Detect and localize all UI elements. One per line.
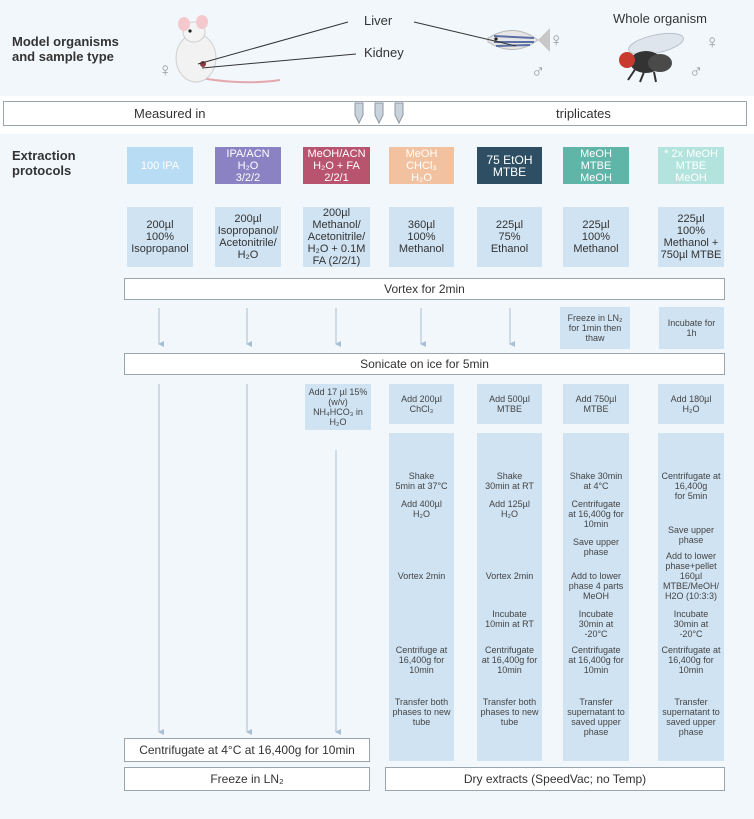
step-text: Incubate 30min at -20°C [578, 609, 614, 639]
freeze-ln2-bar: Freeze in LN₂ [124, 767, 370, 791]
solvent-box: 225µl 100% Methanol [563, 207, 629, 267]
female-symbol: ♀ [549, 30, 564, 51]
step-text: Vortex 2min [485, 571, 534, 581]
add-chcl3-step: Add 200µl ChCl₃ [389, 384, 454, 424]
protocol-meoh-chcl3-h2o: MeOH CHCl₃ H₂O [389, 147, 454, 184]
kidney-label: Kidney [364, 45, 404, 60]
solvent-box: 200µl 100% Isopropanol [127, 207, 193, 267]
protocol-ipa-acn-h2o: IPA/ACN H₂O 3/2/2 [215, 147, 281, 184]
solvent-box: 200µl Isopropanol/ Acetonitrile/ H₂O [215, 207, 281, 267]
solvent-box: 200µl Methanol/ Acetonitrile/ H₂O + 0.1M… [303, 207, 370, 267]
step-text: Add 125µl H₂O [489, 499, 530, 519]
step-text: Centrifuge at 16,400g for 10min [395, 645, 448, 675]
step-text: Centrifugate at 16,400g for 10min [568, 645, 624, 675]
sonicate-bar: Sonicate on ice for 5min [124, 353, 725, 375]
step-text: Transfer supernatant to saved upper phas… [662, 697, 720, 737]
female-symbol: ♀ [705, 32, 720, 53]
female-symbol: ♀ [158, 60, 173, 81]
centrifugate-bar: Centrifugate at 4°C at 16,400g for 10min [124, 738, 370, 762]
sample-tube-icon [354, 102, 404, 125]
measured-right-text: triplicates [556, 106, 611, 121]
protocol-75-etoh-mtbe: 75 EtOH MTBE [477, 147, 542, 184]
step-text: Add to lower phase 4 parts MeOH [568, 571, 624, 601]
step-text: Transfer both phases to new tube [480, 697, 539, 727]
fruit-fly-icon [619, 32, 684, 83]
add-mtbe-step: Add 500µl MTBE [477, 384, 542, 424]
zebrafish-icon [487, 28, 550, 52]
step-column-2x-meoh-mtbe: Centrifugate at 16,400g for 5min Save up… [658, 433, 724, 761]
solvent-box: 225µl 75% Ethanol [477, 207, 542, 267]
protocol-meoh-acn-h2o-fa: MeOH/ACN H₂O + FA 2/2/1 [303, 147, 370, 184]
organ-pointer-lines [197, 21, 517, 69]
dry-extracts-bar: Dry extracts (SpeedVac; no Temp) [385, 767, 725, 791]
step-text: Add 400µl H₂O [401, 499, 442, 519]
step-column-mtbe: Shake 30min at RT Add 125µl H₂O Vortex 2… [477, 433, 542, 761]
measured-left-text: Measured in [134, 106, 206, 121]
step-text: Centrifugate at 16,400g for 10min [568, 499, 624, 529]
arrow-down-icon [158, 384, 341, 735]
step-text: Add to lower phase+pellet 160µl MTBE/MeO… [662, 551, 719, 601]
mouse-icon [175, 15, 281, 84]
male-symbol: ♂ [689, 62, 704, 83]
organisms-title: Model organisms and sample type [12, 34, 119, 64]
add-h2o-step: Add 180µl H₂O [658, 384, 724, 424]
protocol-meoh-mtbe-meoh: MeOH MTBE MeOH [563, 147, 629, 184]
add-nh4hco3-step: Add 17 µl 15% (w/v) NH₄HCO₃ in H₂O [305, 384, 371, 430]
freeze-ln2-step: Freeze in LN₂ for 1min then thaw [560, 307, 630, 349]
step-text: Save upper phase [667, 525, 715, 545]
male-symbol: ♂ [531, 62, 546, 83]
step-text: Centrifugate at 16,400g for 10min [661, 645, 721, 675]
step-text: Centrifugate at 16,400g for 5min [661, 471, 721, 501]
protocol-100-ipa: 100 IPA [127, 147, 193, 184]
extraction-protocols-title: Extraction protocols [12, 148, 76, 178]
step-text: Incubate 10min at RT [485, 609, 534, 629]
step-text: Save upper phase [572, 537, 620, 557]
incubate-1h-step: Incubate for 1h [659, 307, 724, 349]
step-text: Shake 30min at RT [485, 471, 534, 491]
step-text: Shake 5min at 37°C [395, 471, 448, 491]
step-text: Transfer both phases to new tube [392, 697, 451, 727]
whole-organism-label: Whole organism [613, 11, 707, 26]
vortex-bar: Vortex for 2min [124, 278, 725, 300]
step-text: Incubate 30min at -20°C [673, 609, 709, 639]
protocol-2x-meoh-mtbe-meoh: * 2x MeOH MTBE MeOH [658, 147, 724, 184]
arrow-down-icon [158, 308, 515, 347]
step-text: Shake 30min at 4°C [569, 471, 623, 491]
solvent-box: 360µl 100% Methanol [389, 207, 454, 267]
step-text: Transfer supernatant to saved upper phas… [567, 697, 625, 737]
add-mtbe-step: Add 750µl MTBE [563, 384, 629, 424]
solvent-box: 225µl 100% Methanol + 750µl MTBE [658, 207, 724, 267]
liver-label: Liver [364, 13, 393, 28]
step-column-chcl3: Shake 5min at 37°C Add 400µl H₂O Vortex … [389, 433, 454, 761]
step-column-meoh-mtbe: Shake 30min at 4°C Centrifugate at 16,40… [563, 433, 629, 761]
step-text: Vortex 2min [397, 571, 446, 581]
step-text: Centrifugate at 16,400g for 10min [481, 645, 538, 675]
